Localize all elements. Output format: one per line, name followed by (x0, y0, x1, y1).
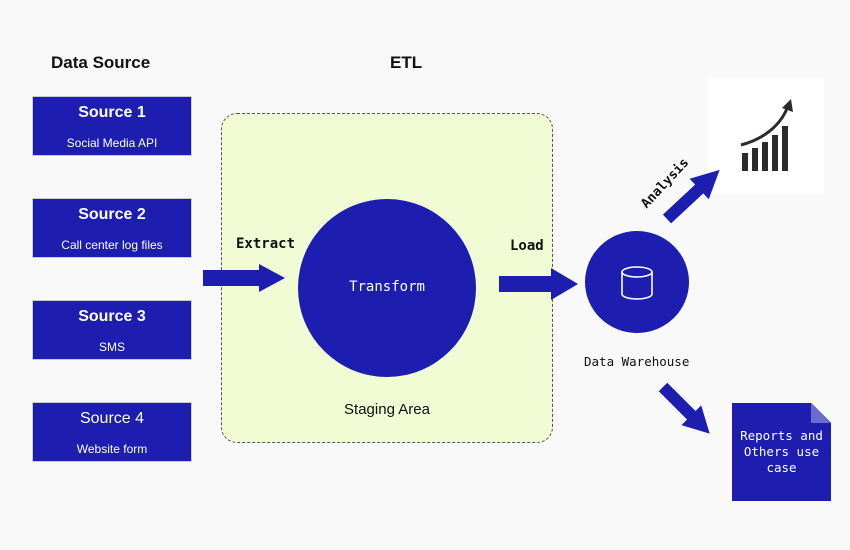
extract-arrow (203, 264, 285, 292)
load-arrow (499, 268, 578, 300)
source-4-subtitle: Website form (76, 442, 148, 456)
transform-circle (298, 199, 476, 377)
growth-chart-icon (740, 99, 793, 171)
extract-label: Extract (236, 236, 296, 252)
transform-label: Transform (349, 279, 425, 295)
source-3-box: Source 3 SMS (32, 300, 192, 360)
data-warehouse-circle (585, 231, 689, 333)
source-3-subtitle: SMS (98, 340, 125, 354)
analysis-chart-card (707, 78, 824, 194)
reports-label: Reports and Others use case (740, 428, 823, 475)
reports-arrow (658, 382, 710, 434)
data-warehouse-label: Data Warehouse (584, 354, 690, 369)
etl-header: ETL (390, 53, 423, 72)
data-source-header: Data Source (51, 53, 151, 72)
source-1-box: Source 1 Social Media API (32, 96, 192, 156)
source-4-box: Source 4 Website form (32, 402, 192, 462)
source-4-title: Source 4 (79, 410, 145, 427)
source-2-subtitle: Call center log files (61, 238, 163, 252)
source-1-title: Source 1 (78, 104, 146, 121)
analysis-arrow (662, 169, 720, 224)
source-1-subtitle: Social Media API (66, 136, 158, 150)
load-label: Load (510, 238, 544, 254)
database-icon (621, 266, 653, 300)
staging-area-label: Staging Area (344, 401, 430, 418)
source-3-title: Source 3 (78, 308, 146, 325)
source-2-box: Source 2 Call center log files (32, 198, 192, 258)
source-2-title: Source 2 (78, 206, 146, 223)
